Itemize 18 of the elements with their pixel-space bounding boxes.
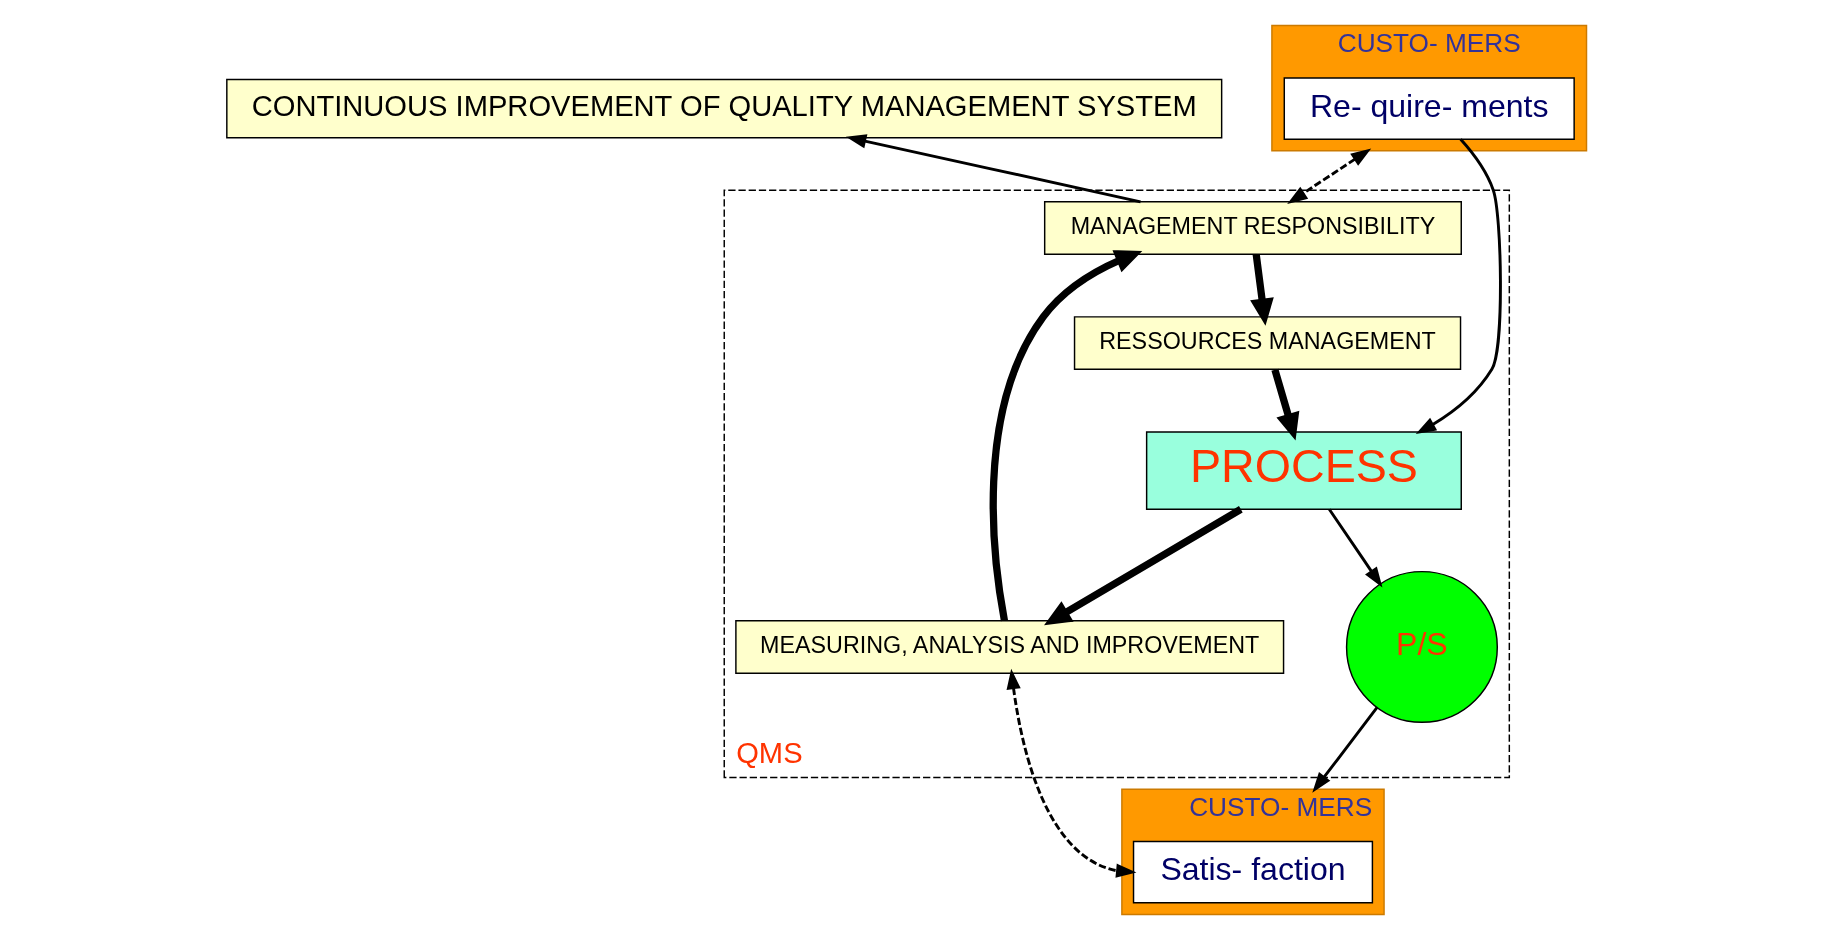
arrow (1250, 253, 1274, 326)
node-box: Satis- faction (1132, 840, 1374, 904)
node-box: PROCESS (1145, 431, 1462, 510)
node-box: Re- quire- ments (1283, 77, 1575, 140)
arrow (1312, 706, 1379, 793)
arrow (1287, 148, 1372, 204)
arrow (1044, 506, 1243, 626)
arrow (1328, 508, 1383, 588)
node-circle: P/S (1345, 570, 1498, 724)
arrow (1006, 668, 1137, 878)
node-box: RESSOURCES MANAGEMENT (1073, 316, 1462, 371)
arrow (989, 250, 1143, 622)
node-box: CONTINUOUS IMPROVEMENT OF QUALITY MANAGEMENT SYSTEM (226, 78, 1223, 139)
arrow (1271, 368, 1300, 441)
node-box: MANAGEMENT RESPONSIBILITY (1043, 201, 1462, 255)
arrow (845, 134, 1141, 204)
node-box: MEASURING, ANALYSIS AND IMPROVEMENT (735, 620, 1285, 674)
arrow (1415, 138, 1502, 435)
